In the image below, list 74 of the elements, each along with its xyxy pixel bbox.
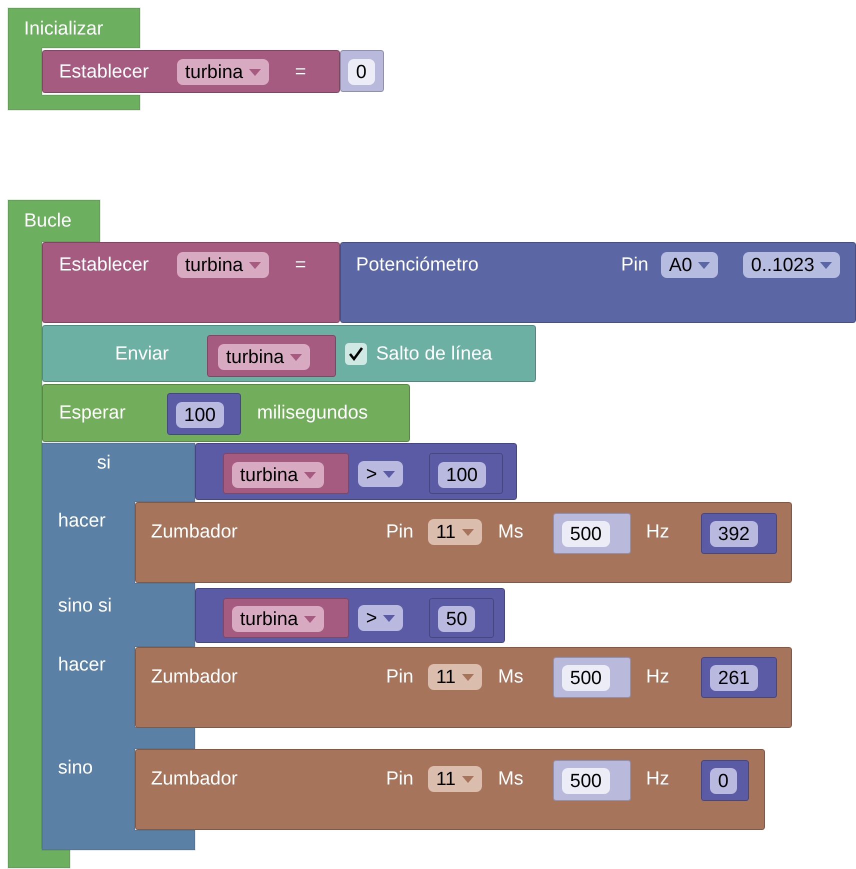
value-block — [701, 760, 749, 801]
dropdown: > — [358, 605, 404, 631]
value-block — [553, 657, 631, 698]
value-block — [167, 393, 241, 435]
value-block — [429, 453, 503, 494]
code-block — [42, 242, 340, 323]
number-field: 50 — [438, 606, 476, 632]
block-label: hacer — [58, 512, 106, 530]
block-label: Bucle — [24, 212, 72, 230]
dropdown: 11 — [428, 766, 482, 792]
block-label: Hz — [646, 522, 670, 542]
block-label: Pin — [386, 522, 414, 542]
number-field: 100 — [176, 402, 224, 428]
value-block — [223, 598, 349, 638]
number-field: 500 — [562, 665, 610, 691]
number-field: 261 — [710, 665, 758, 691]
code-block — [135, 647, 792, 728]
dropdown: 11 — [428, 664, 482, 690]
block-label: Ms — [498, 522, 524, 542]
block-label: Inicializar — [24, 20, 104, 38]
value-block — [429, 598, 494, 638]
dropdown: turbina — [177, 59, 270, 85]
block-label: = — [295, 256, 306, 274]
block-label: Esperar — [59, 404, 126, 422]
block-label: Hz — [646, 770, 670, 788]
code-block — [135, 749, 765, 830]
dropdown: > — [358, 461, 404, 487]
block-label: Ms — [498, 770, 524, 788]
dropdown: 0..1023 — [743, 252, 840, 278]
dropdown: turbina — [232, 462, 324, 488]
code-block — [42, 50, 340, 93]
block-label: Pin — [386, 770, 414, 788]
dropdown: turbina — [177, 252, 270, 278]
block-label: milisegundos — [257, 404, 368, 422]
block-label: Zumbador — [151, 668, 238, 686]
code-block — [195, 443, 517, 500]
block-label: Establecer — [59, 256, 149, 274]
block-label: Salto de línea — [376, 344, 492, 364]
dropdown: turbina — [218, 344, 310, 370]
block-label: sino — [58, 758, 93, 778]
code-block — [340, 242, 856, 323]
block-label: Pin — [621, 256, 648, 274]
dropdown: 11 — [428, 519, 482, 545]
block-label: Pin — [386, 668, 414, 686]
value-block — [553, 513, 631, 554]
block-label: Establecer — [59, 62, 149, 82]
code-block — [42, 384, 410, 442]
block-label: si — [97, 454, 111, 472]
code-block — [195, 588, 505, 643]
value-block — [701, 513, 777, 554]
value-block — [553, 760, 631, 801]
value-block — [701, 657, 777, 698]
block-label: hacer — [58, 656, 106, 674]
block-label: Zumbador — [151, 770, 238, 788]
block-label: Zumbador — [151, 522, 238, 542]
dropdown: A0 — [661, 252, 718, 278]
number-field: 0 — [710, 768, 737, 794]
block-label: Hz — [646, 668, 670, 686]
number-field: 0 — [348, 59, 375, 85]
value-block — [340, 50, 384, 92]
number-field: 100 — [438, 462, 486, 488]
number-field: 500 — [562, 768, 610, 794]
block-label: Potenciómetro — [356, 256, 479, 274]
block-label: = — [295, 62, 306, 82]
code-block — [42, 325, 536, 382]
dropdown: turbina — [232, 606, 324, 632]
number-field: 500 — [562, 521, 610, 547]
code-block — [135, 502, 792, 583]
value-block — [223, 453, 349, 494]
block-label: Enviar — [115, 344, 169, 364]
block-label: sino si — [58, 596, 112, 616]
block-label: Ms — [498, 668, 524, 686]
number-field: 392 — [710, 521, 758, 547]
value-block — [207, 335, 336, 377]
